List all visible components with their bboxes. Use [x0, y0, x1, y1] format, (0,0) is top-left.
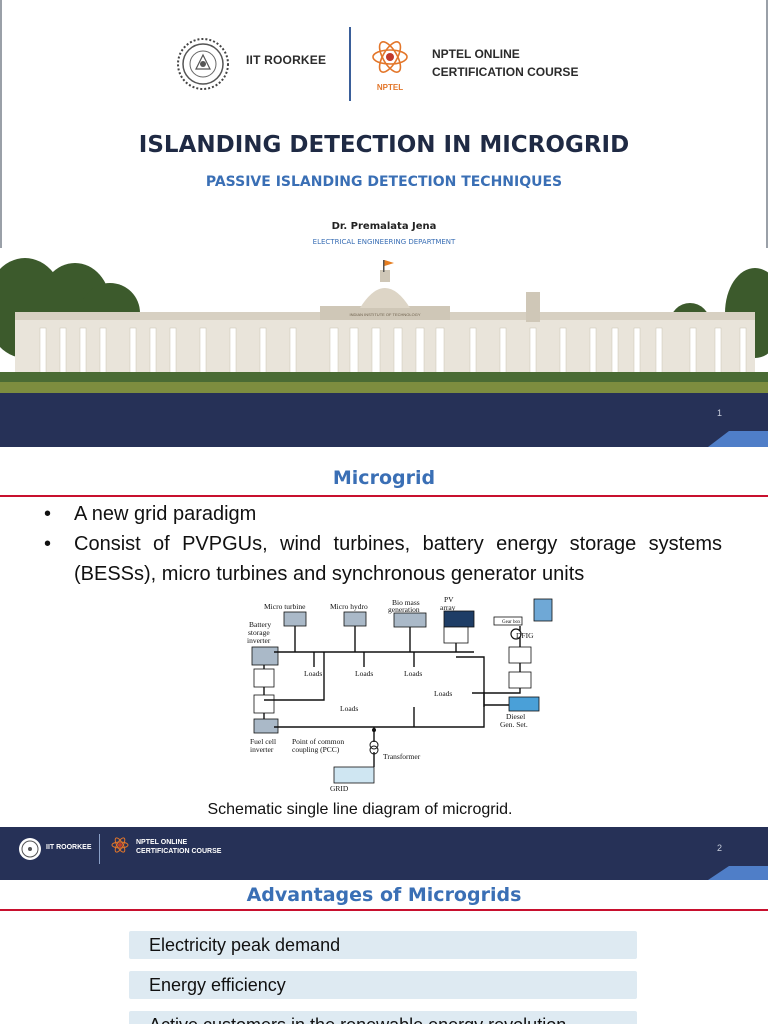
- slide-title: Advantages of Microgrids: [246, 884, 522, 906]
- pv-array-box: [443, 610, 475, 628]
- bullet-item: • Consist of PVPGUs, wind turbines, batte…: [42, 529, 722, 589]
- label-loads-1: Loads: [304, 669, 322, 678]
- label-micro-hydro: Micro hydro: [330, 602, 368, 611]
- dc-ac-pv: [443, 626, 469, 644]
- label-dfig: DFIG: [516, 631, 534, 640]
- microgrid-slide: Microgrid • A new grid paradigm • Consist …: [0, 450, 768, 880]
- advantage-item: Active customers in the renewable energy…: [129, 1011, 637, 1024]
- label-diesel: Diesel: [506, 712, 525, 721]
- advantage-item: Electricity peak demand: [129, 931, 637, 959]
- presentation-title: ISLANDING DETECTION IN MICROGRID: [138, 132, 630, 158]
- pcc-node: [372, 728, 376, 732]
- wind-tower-box: [533, 598, 553, 622]
- diagram-caption: Schematic single line diagram of microgr…: [207, 801, 513, 818]
- diesel-box: [508, 696, 540, 712]
- nptel-logo-text: NPTEL: [377, 83, 403, 92]
- label-pv-array: array: [440, 603, 456, 612]
- author-name: Dr. Premalata Jena: [331, 221, 437, 232]
- label-pcc: Point of common: [292, 737, 344, 746]
- label-transformer: Transformer: [383, 752, 421, 761]
- footer-nptel-line1: NPTEL ONLINE: [136, 839, 188, 846]
- building-sign: INDIAN INSTITUTE OF TECHNOLOGY: [349, 312, 420, 317]
- nptel-logo-icon: [111, 837, 129, 853]
- footer-accent: [708, 431, 768, 447]
- institute-name: IIT ROORKEE: [246, 53, 327, 67]
- ac-dc-dfig-1: [508, 646, 532, 664]
- slide-title: Microgrid: [332, 467, 436, 489]
- main-building-photo: INDIAN INSTITUTE OF TECHNOLOGY: [0, 248, 768, 394]
- footer-divider: [99, 834, 100, 864]
- label-bio-mass: Bio mass: [392, 598, 420, 607]
- presentation-subtitle: PASSIVE ISLANDING DETECTION TECHNIQUES: [205, 174, 563, 190]
- grid-box: [333, 766, 375, 784]
- page-number: 2: [716, 843, 722, 853]
- logo-divider: [349, 27, 351, 101]
- label-fuel-cell-inverter: inverter: [250, 745, 274, 754]
- label-battery-inverter: inverter: [247, 636, 271, 645]
- label-bio-mass-generation: generation: [388, 605, 420, 614]
- label-loads-2: Loads: [355, 669, 373, 678]
- label-fuel-cell: Fuel cell: [250, 737, 276, 746]
- title-rule: [0, 495, 768, 497]
- label-battery: Battery: [249, 620, 271, 629]
- micro-turbine-box: [283, 611, 307, 627]
- slide-border-right: [766, 0, 768, 447]
- transformer-coil-2: [369, 745, 379, 755]
- bio-mass-box: [393, 612, 427, 628]
- label-pcc-2: coupling (PCC): [292, 745, 340, 754]
- bullet-list: • A new grid paradigm • Consist of PVPGUs,…: [42, 499, 722, 589]
- advantages-slide: Advantages of Microgrids Electricity pea…: [0, 880, 768, 1024]
- bullet-text: A new grid paradigm: [74, 503, 257, 525]
- label-pv: PV: [444, 597, 454, 604]
- iit-roorkee-seal-icon: [177, 38, 229, 90]
- slide-border-left: [0, 0, 2, 447]
- title-slide: IIT ROORKEE NPTEL NPTEL ONLINE CERTIFICA…: [0, 0, 768, 447]
- label-gear-box: Gear box: [502, 620, 521, 625]
- slide1-footer-bar: 1: [0, 393, 768, 447]
- nptel-title-line2: CERTIFICATION COURSE: [432, 65, 579, 79]
- fuel-cell-box: [253, 718, 279, 734]
- dfig-generator: [510, 628, 522, 640]
- bullet-text: Consist of PVPGUs, wind turbines, batter…: [74, 533, 722, 585]
- footer-institute-name: IIT ROORKEE: [46, 844, 92, 851]
- department-name: ELECTRICAL ENGINEERING DEPARTMENT: [312, 238, 456, 246]
- title-rule: [0, 909, 768, 911]
- footer-nptel-line2: CERTIFICATION COURSE: [136, 848, 222, 855]
- nptel-logo-icon: NPTEL: [372, 41, 408, 92]
- logo-row: IIT ROORKEE NPTEL NPTEL ONLINE CERTIFICA…: [0, 25, 768, 105]
- label-loads-4: Loads: [434, 689, 452, 698]
- iit-roorkee-seal-icon: [19, 838, 41, 860]
- bullet-dot: •: [44, 503, 52, 525]
- microgrid-single-line-diagram: Micro turbine Micro hydro Bio mass gener…: [247, 597, 553, 793]
- label-loads-3: Loads: [404, 669, 422, 678]
- micro-hydro-box: [343, 611, 367, 627]
- footer-accent: [708, 866, 768, 880]
- battery-box: [251, 646, 279, 666]
- label-loads-5: Loads: [340, 704, 358, 713]
- slide2-footer-bar: IIT ROORKEE NPTEL ONLINE CERTIFICATION C…: [0, 827, 768, 880]
- nptel-title-line1: NPTEL ONLINE: [432, 47, 520, 61]
- label-grid: GRID: [330, 784, 349, 793]
- advantage-item: Energy efficiency: [129, 971, 637, 999]
- dc-ac-battery: [253, 668, 275, 688]
- gear-box: [493, 616, 523, 626]
- label-battery-storage: storage: [248, 628, 270, 637]
- bullet-dot: •: [44, 533, 52, 555]
- bullet-item: • A new grid paradigm: [42, 499, 722, 529]
- ac-dc-dfig-2: [508, 671, 532, 689]
- page-number: 1: [716, 408, 722, 418]
- label-micro-turbine: Micro turbine: [264, 602, 306, 611]
- transformer-coil-1: [369, 740, 379, 750]
- label-diesel-genset: Gen. Set.: [500, 720, 528, 729]
- ac-dc-fuel: [253, 694, 275, 714]
